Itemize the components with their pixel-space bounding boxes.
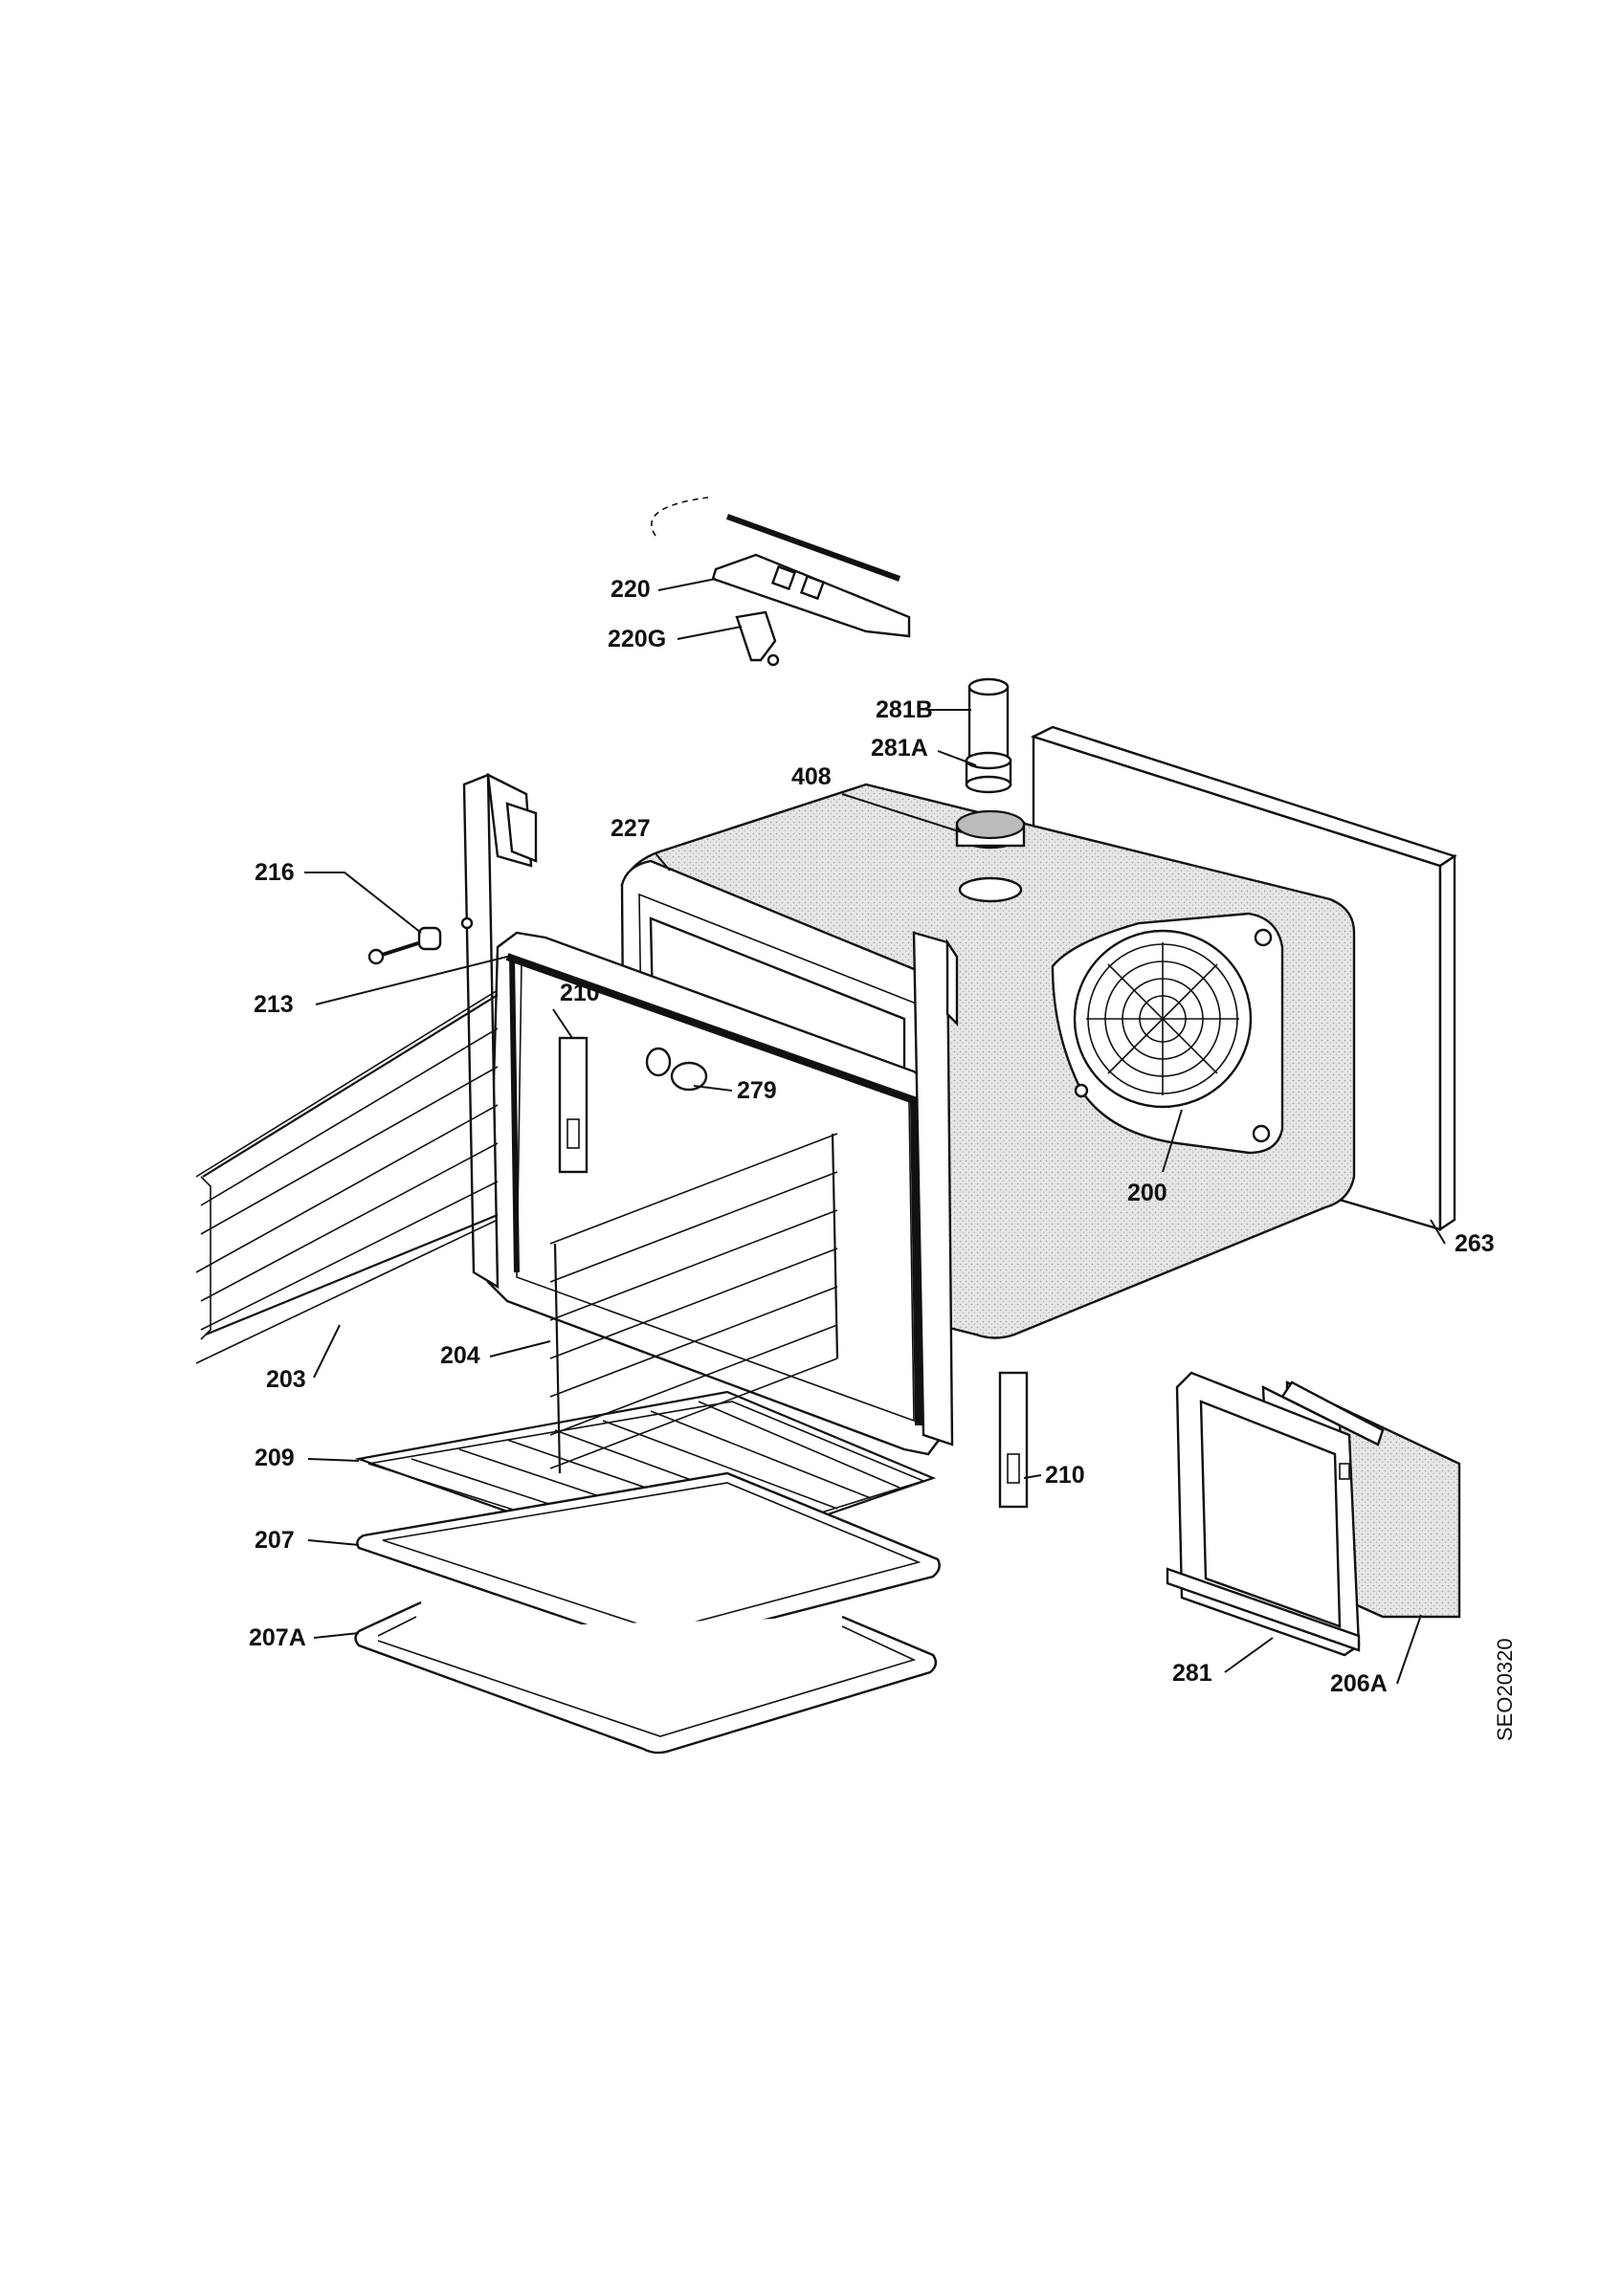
callout-200: 200: [1127, 1180, 1167, 1206]
callout-216: 216: [255, 859, 295, 886]
thermostat-bracket: [651, 497, 911, 667]
drawing-code: SEO20320: [1493, 1638, 1517, 1741]
hinge-upper: [558, 1036, 589, 1174]
callout-204: 204: [440, 1342, 480, 1369]
callout-281A: 281A: [871, 735, 928, 762]
callout-213: 213: [254, 991, 294, 1018]
callout-207: 207: [255, 1527, 295, 1554]
callout-210-bottom: 210: [1045, 1462, 1085, 1489]
callout-281B: 281B: [876, 696, 933, 723]
callout-206A: 206A: [1330, 1670, 1388, 1697]
callout-207A: 207A: [249, 1624, 306, 1651]
lamp-holder: [645, 1047, 708, 1092]
callout-220G: 220G: [608, 626, 666, 652]
callout-263: 263: [1455, 1230, 1495, 1257]
callout-281: 281: [1172, 1660, 1212, 1687]
right-shelf-support: [549, 1133, 839, 1474]
leader-lines: [304, 578, 1446, 1685]
callout-209: 209: [255, 1445, 295, 1471]
screw-fixing: [367, 916, 474, 965]
callout-408: 408: [791, 763, 832, 790]
hinge-lower: [998, 1371, 1029, 1509]
callout-279: 279: [737, 1077, 777, 1104]
tray-flat: [354, 1601, 938, 1755]
door-frame: [1166, 1371, 1361, 1657]
left-shelf-support: [195, 989, 499, 1364]
callout-227: 227: [611, 815, 651, 842]
callout-labels: 220 220G 281B 281A 408 227 216 213 210 2…: [249, 576, 1495, 1697]
callout-203: 203: [266, 1366, 306, 1393]
door-seal: [486, 931, 944, 1456]
left-runner-frame: [462, 772, 538, 1290]
right-runner-frame: [912, 931, 959, 1446]
lamp-assembly: [965, 677, 1012, 794]
callout-220: 220: [611, 576, 651, 603]
callout-210-top: 210: [560, 980, 600, 1006]
